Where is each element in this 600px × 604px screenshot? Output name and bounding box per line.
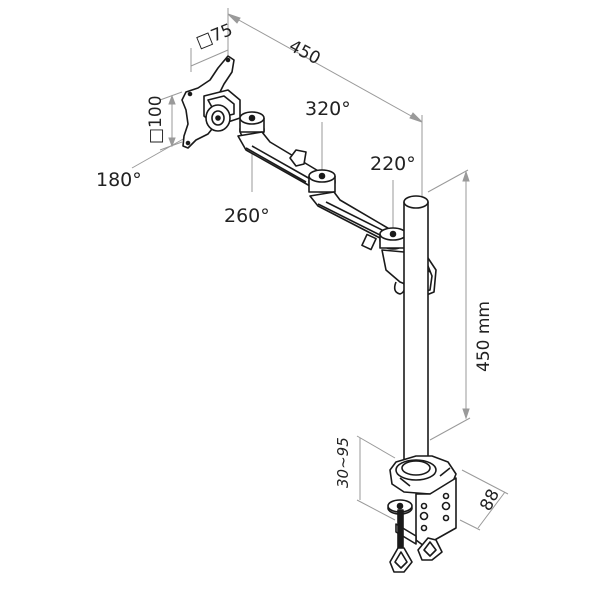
angle-220-label: 220°: [370, 153, 416, 175]
vesa-100-label: □100: [146, 95, 166, 144]
dimension-lines: [131, 8, 509, 531]
angle-320-label: 320°: [305, 98, 351, 120]
angle-260-label: 260°: [224, 205, 270, 227]
clamp-range-label: 30~95: [334, 437, 352, 488]
pole-height-label: 450 mm: [474, 301, 494, 372]
monitor-arm-lineart: [181, 55, 457, 573]
pole: [403, 201, 429, 461]
angle-180-label: 180°: [96, 169, 142, 191]
